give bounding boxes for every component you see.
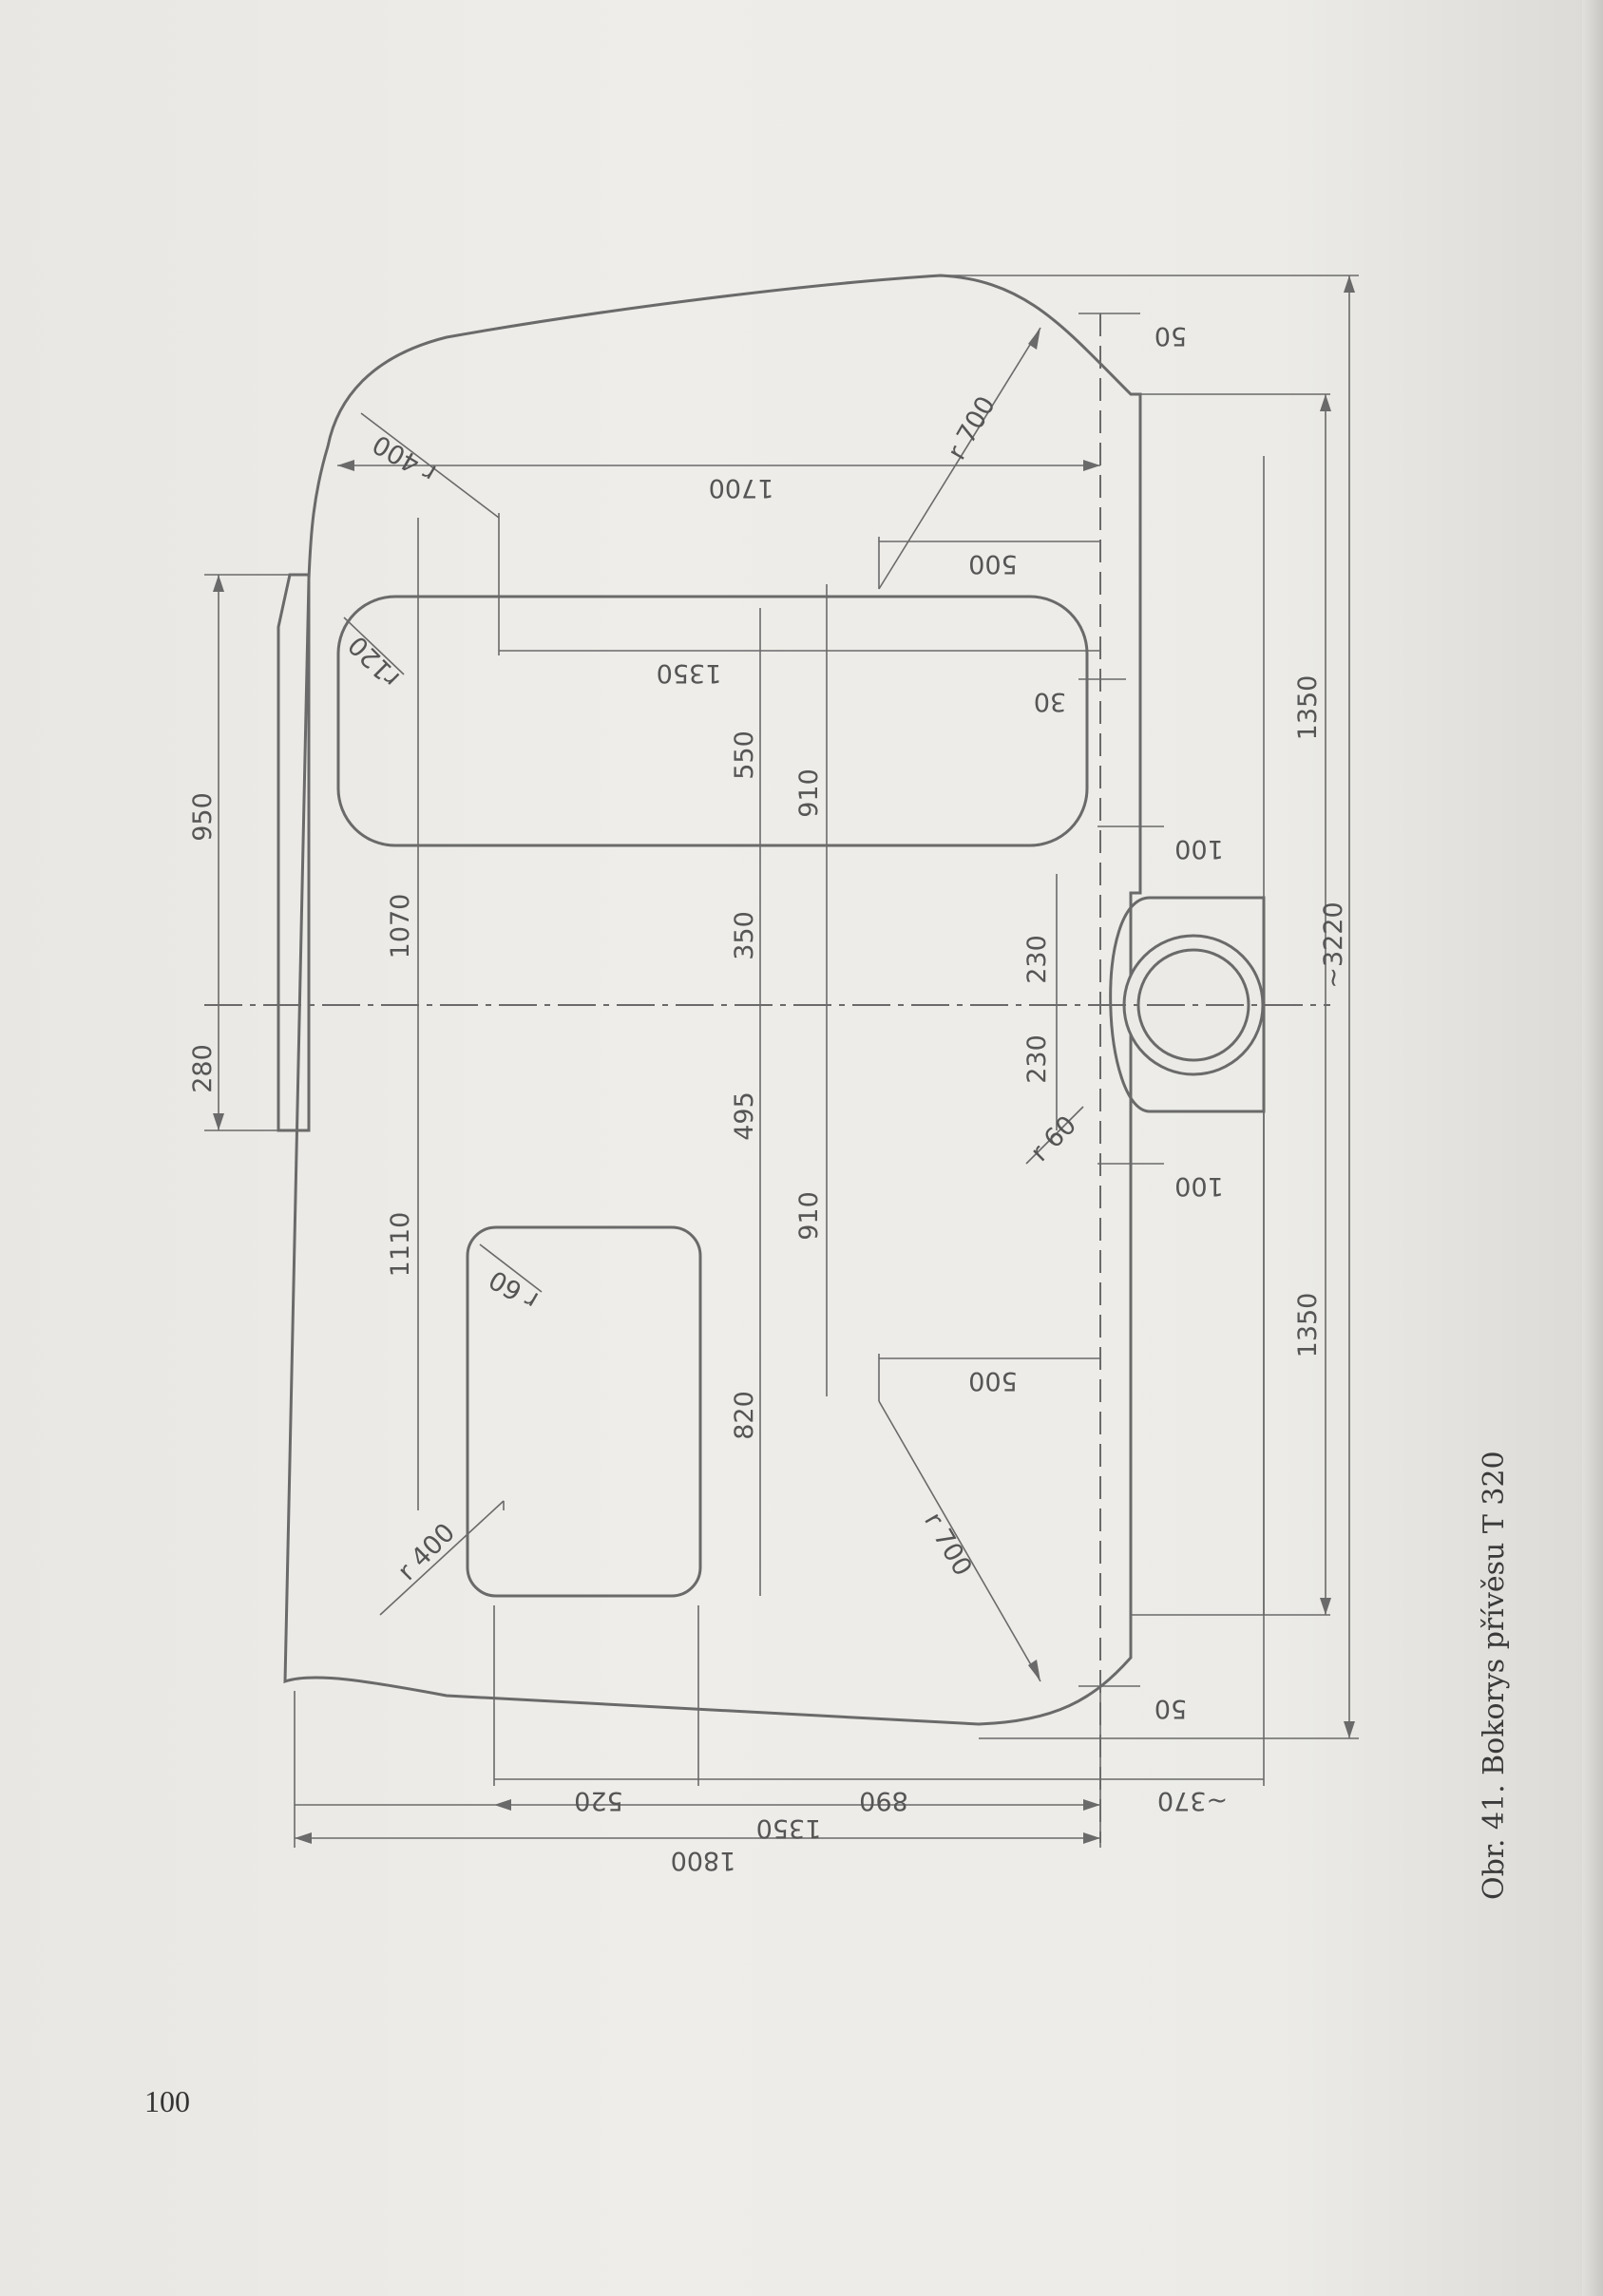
dim-550: 550 xyxy=(730,731,759,780)
dim-30: 30 xyxy=(1034,687,1066,716)
dim-820: 820 xyxy=(730,1391,759,1440)
dim-890: 890 xyxy=(859,1786,908,1815)
dim-280: 280 xyxy=(188,1044,218,1093)
dim-950: 950 xyxy=(188,792,218,842)
dim-1070: 1070 xyxy=(386,894,415,959)
dim-100-bottom: 100 xyxy=(1174,1171,1224,1201)
bottom-window xyxy=(466,1225,702,1598)
dim-230-bottom: 230 xyxy=(1022,1034,1052,1084)
dim-r400-bottom: r 400 xyxy=(392,1518,461,1586)
dim-910-top: 910 xyxy=(794,768,824,818)
dim-1700: 1700 xyxy=(709,473,774,503)
page-edge xyxy=(1582,0,1603,2296)
dim-r60-wheel: r 60 xyxy=(1025,1110,1082,1167)
dim-r700-top: r 700 xyxy=(942,391,1001,465)
dim-50-top: 50 xyxy=(1155,321,1187,351)
dim-50-bottom: 50 xyxy=(1155,1694,1187,1723)
dim-100-top: 100 xyxy=(1174,834,1224,863)
dim-370: ~370 xyxy=(1157,1786,1228,1815)
dim-1350-bottom: 1350 xyxy=(756,1813,822,1843)
dim-500-bottom: 500 xyxy=(968,1366,1018,1395)
trailer-body-outline xyxy=(283,274,1142,1726)
dim-r700-bottom: r 700 xyxy=(918,1508,977,1581)
trailer-front-strip xyxy=(277,573,311,1132)
dim-500-top: 500 xyxy=(968,549,1018,579)
figure-caption: Obr. 41. Bokorys přívěsu T 320 xyxy=(1478,1451,1511,1900)
dim-1350-right-bottom: 1350 xyxy=(1293,1293,1323,1358)
wheel-arch xyxy=(1109,896,1266,1113)
dim-r120: r120 xyxy=(343,630,406,693)
dim-1350-top: 1350 xyxy=(657,658,722,688)
dim-r400-top: r 400 xyxy=(368,428,441,487)
dim-350: 350 xyxy=(730,911,759,960)
dim-1110: 1110 xyxy=(386,1212,415,1278)
dim-520: 520 xyxy=(574,1786,623,1815)
dim-230-top: 230 xyxy=(1022,935,1052,984)
top-window xyxy=(336,595,1089,847)
dim-495: 495 xyxy=(730,1091,759,1141)
dim-3220: ~3220 xyxy=(1319,901,1348,988)
page-number: 100 xyxy=(144,2084,190,2118)
dim-910-bottom: 910 xyxy=(794,1191,824,1241)
dim-1350-right-top: 1350 xyxy=(1293,675,1323,741)
dim-1800: 1800 xyxy=(671,1846,736,1875)
